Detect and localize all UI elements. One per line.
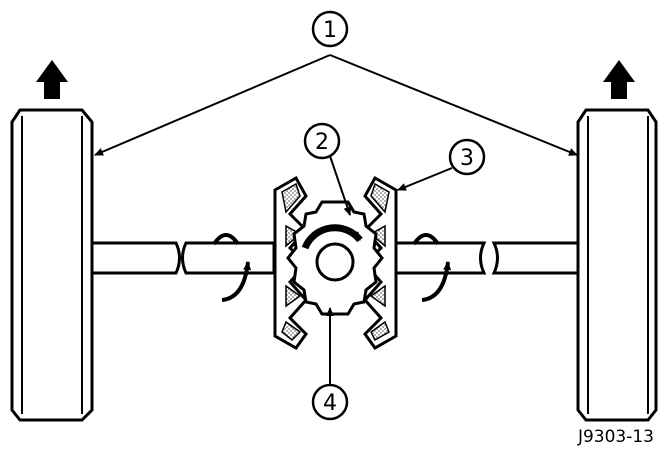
up-arrow-icon (603, 60, 635, 99)
leader-lines (94, 54, 578, 385)
figure-id: J9303-13 (577, 427, 654, 447)
svg-text:2: 2 (315, 130, 329, 155)
svg-text:3: 3 (460, 146, 474, 171)
rotation-arrow-icon (412, 233, 452, 302)
svg-text:4: 4 (323, 391, 337, 416)
rotation-arrow-icon (301, 224, 363, 250)
svg-text:1: 1 (323, 18, 337, 43)
rotation-arrow-icon (212, 233, 252, 302)
callout-3: 3 (448, 138, 486, 176)
right-wheel (576, 108, 658, 422)
up-arrow-icon (36, 60, 68, 99)
callout-1: 1 (311, 10, 349, 48)
left-axle-shaft (90, 241, 276, 275)
callout-2: 2 (303, 122, 341, 160)
callout-4: 4 (311, 383, 349, 421)
right-axle-shaft (390, 241, 578, 275)
pinion-gear (286, 200, 384, 316)
left-wheel (10, 108, 94, 422)
right-side-gear (362, 175, 398, 350)
